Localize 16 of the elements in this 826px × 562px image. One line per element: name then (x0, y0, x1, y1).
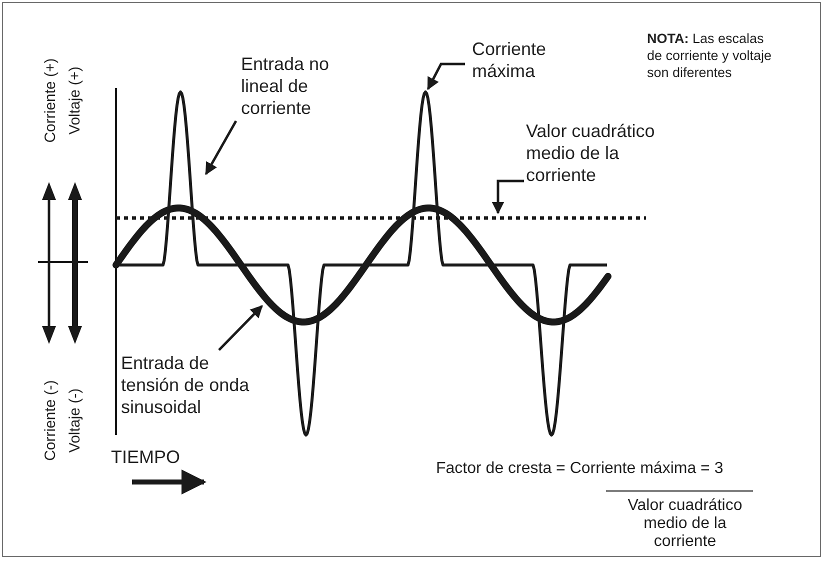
leader-arrow (204, 120, 238, 176)
formula-text: Factor de cresta = Corriente máxima = 3 (436, 459, 724, 479)
callout-text: Valor cuadrático medio de la corriente (526, 120, 656, 186)
callout-text: Entrada de tensión de onda sinusoidal (121, 352, 271, 418)
axis-label: TIEMPO (111, 446, 180, 468)
axis-label: Corriente (-) (41, 380, 58, 460)
axis-label: Corriente (+) (41, 58, 58, 142)
axis-label: Voltaje (-) (66, 388, 84, 452)
callout-text: Entrada no lineal de corriente (241, 53, 346, 119)
leader-arrow (426, 62, 465, 90)
leader-arrow (218, 305, 263, 351)
axis-label: Voltaje (+) (66, 66, 84, 134)
formula-text: Valor cuadrático medio de la corriente (626, 497, 744, 551)
leader-arrow (492, 180, 524, 214)
callout-text: Corriente máxima (472, 38, 582, 82)
note-text: NOTA: Las escalas de corriente y voltaje son diferentes (647, 30, 773, 81)
